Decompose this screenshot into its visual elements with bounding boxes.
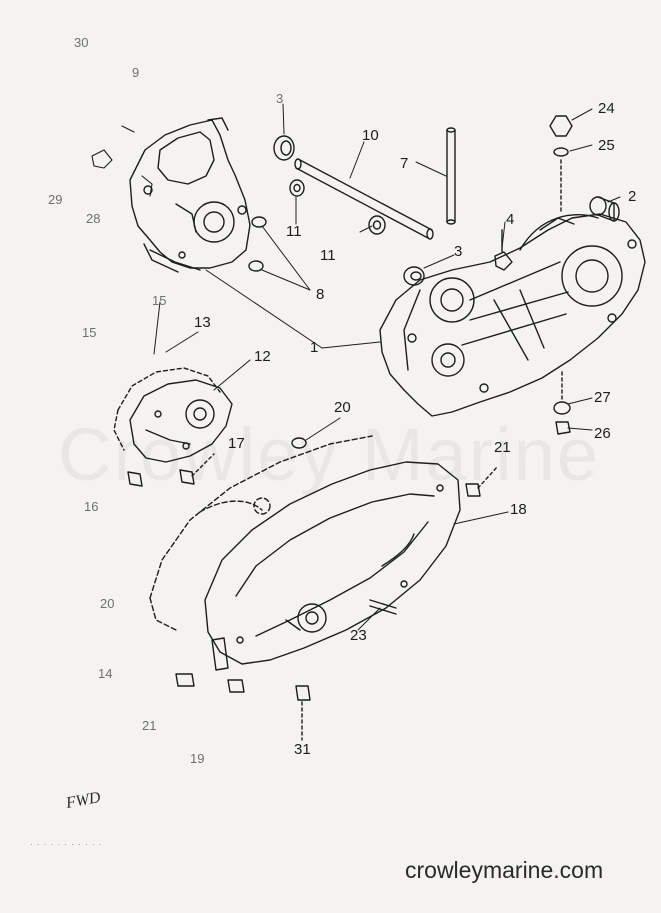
callout-21-right: 21 bbox=[494, 439, 511, 456]
callout-8: 8 bbox=[316, 286, 325, 303]
callout-14: 14 bbox=[98, 666, 113, 681]
crankcase-cover bbox=[204, 461, 461, 665]
dowel-pin-cover bbox=[291, 437, 307, 449]
bolt-17 bbox=[179, 453, 215, 485]
callout-10: 10 bbox=[362, 127, 379, 144]
callout-3-right: 3 bbox=[454, 243, 463, 260]
side-cover bbox=[129, 379, 233, 463]
pipe-rod bbox=[446, 127, 456, 225]
stud bbox=[369, 599, 397, 615]
callout-28: 28 bbox=[86, 211, 101, 226]
callout-27: 27 bbox=[594, 389, 611, 406]
callout-20-lower: 20 bbox=[100, 596, 115, 611]
callout-19: 19 bbox=[190, 751, 205, 766]
crankcase-right-half bbox=[379, 213, 646, 417]
bolt-21 bbox=[465, 465, 499, 497]
bolt-31 bbox=[295, 685, 311, 741]
callout-24: 24 bbox=[598, 100, 615, 117]
washers bbox=[289, 179, 386, 235]
bolt-16 bbox=[127, 471, 143, 487]
callout-2: 2 bbox=[628, 188, 637, 205]
shaft bbox=[294, 158, 434, 240]
bushing bbox=[589, 196, 620, 222]
callout-20-upper: 20 bbox=[334, 399, 351, 416]
callout-26: 26 bbox=[594, 425, 611, 442]
callout-15-upper: 15 bbox=[152, 293, 167, 308]
o-ring bbox=[553, 147, 569, 157]
figure-caption: · · · · · · · · · · · bbox=[30, 840, 103, 849]
cover-gasket bbox=[149, 435, 373, 631]
drain-washer bbox=[553, 401, 571, 415]
callout-7: 7 bbox=[400, 155, 409, 172]
callout-11-right: 11 bbox=[320, 247, 336, 264]
small-parts-left bbox=[175, 637, 245, 693]
callout-15-lower: 15 bbox=[82, 325, 97, 340]
plug bbox=[549, 115, 573, 137]
callout-30-top: 30 bbox=[74, 35, 89, 50]
callout-18: 18 bbox=[510, 501, 527, 518]
drain-bolt bbox=[555, 421, 571, 435]
oil-seal-top bbox=[273, 135, 295, 161]
callout-17: 17 bbox=[228, 435, 245, 452]
callout-12: 12 bbox=[254, 348, 271, 365]
website-footer: crowleymarine.com bbox=[405, 857, 604, 883]
misc-upper-left-parts bbox=[91, 125, 153, 197]
callout-4: 4 bbox=[506, 211, 515, 228]
callout-21-lower: 21 bbox=[142, 718, 157, 733]
oil-seal-right bbox=[403, 266, 425, 286]
callout-13: 13 bbox=[194, 314, 211, 331]
callout-11-left: 11 bbox=[286, 223, 302, 240]
side-cover-gasket bbox=[113, 367, 221, 451]
watermark: Crowley Marine bbox=[58, 412, 600, 497]
callout-23: 23 bbox=[350, 627, 367, 644]
callout-31: 31 bbox=[294, 741, 311, 758]
callout-16: 16 bbox=[84, 499, 99, 514]
callout-3-top: 3 bbox=[276, 91, 284, 106]
callout-25: 25 bbox=[598, 137, 615, 154]
crankcase-left-half bbox=[129, 117, 251, 273]
leader-lines bbox=[153, 103, 621, 631]
dowel-pins bbox=[248, 216, 267, 272]
callout-9: 9 bbox=[132, 65, 140, 80]
callout-1: 1 bbox=[310, 339, 319, 356]
callout-29: 29 bbox=[48, 192, 63, 207]
